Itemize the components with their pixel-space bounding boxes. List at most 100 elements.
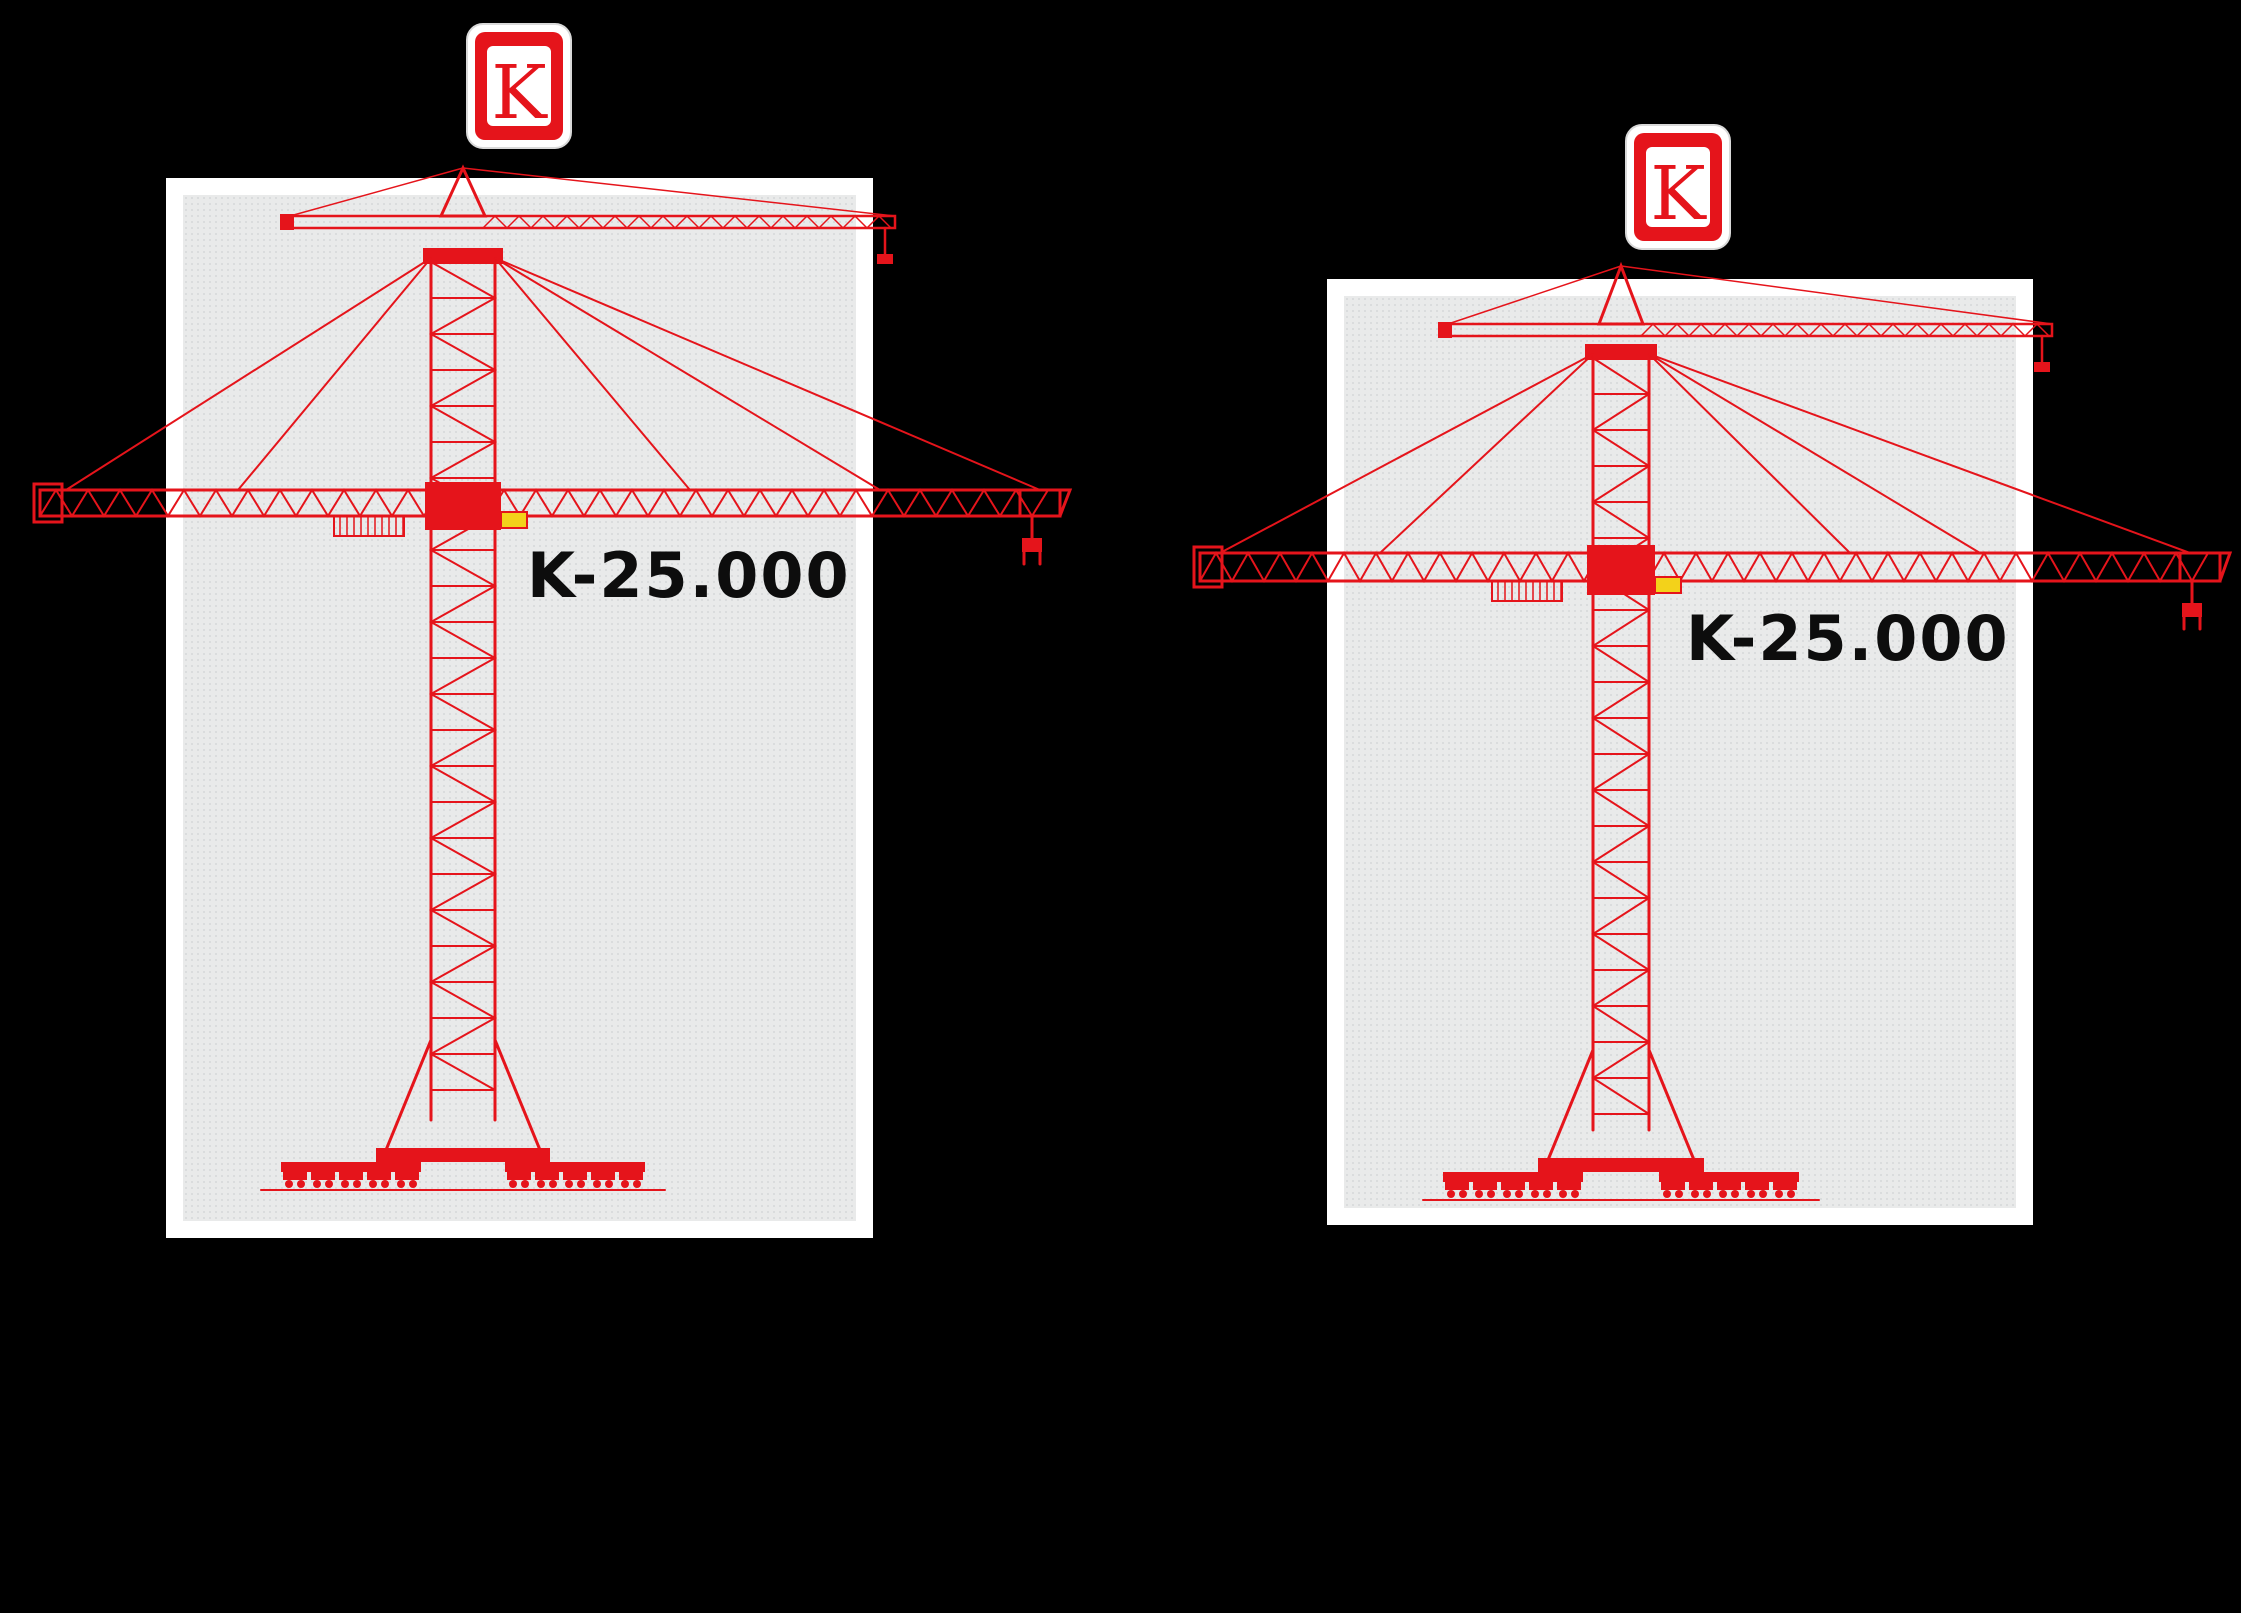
jib-stay (494, 257, 691, 491)
bogie-wheel-frame (1773, 1182, 1797, 1190)
k-logo-icon-right: K (1625, 124, 1731, 250)
upper-stay (462, 167, 896, 217)
bogie-wheel-frame (1557, 1182, 1581, 1190)
bogie-wheel-frame (1529, 1182, 1553, 1190)
jib-stay (1648, 353, 2191, 554)
bogie-wheel (397, 1180, 405, 1188)
portal-leg (384, 1038, 433, 1152)
cabin-window (1654, 576, 1682, 594)
k-logo-icon-left: K (466, 23, 572, 149)
jib-stay (1219, 353, 1594, 554)
counterweight (1491, 580, 1563, 602)
jib-tip (2178, 551, 2233, 583)
bogie-wheel (1559, 1190, 1567, 1198)
jib-stay (65, 257, 432, 491)
bogie-wheel-frame (1445, 1182, 1469, 1190)
bogie-wheel-frame (535, 1172, 559, 1180)
upper-jib-lattice (482, 214, 892, 230)
upper-stay (289, 167, 464, 217)
upper-stay (1447, 265, 1622, 325)
bogie-wheel-frame (591, 1172, 615, 1180)
upper-counterweight (1438, 322, 1452, 338)
bogie-wheel (537, 1180, 545, 1188)
bogie-wheel (509, 1180, 517, 1188)
bogie-wheel (593, 1180, 601, 1188)
slewing-ring (1585, 344, 1657, 360)
jib-stay (1648, 353, 1851, 554)
bogie-beam (1659, 1172, 1799, 1182)
jib-tip (1018, 488, 1073, 518)
bogie-wheel-frame (283, 1172, 307, 1180)
bogie-wheel (1675, 1190, 1683, 1198)
crane-card-right (1327, 279, 2033, 1225)
bogie-wheel (1447, 1190, 1455, 1198)
bogie-wheel (1475, 1190, 1483, 1198)
jib-stay (237, 257, 432, 491)
jib-stay (1648, 353, 1981, 554)
bogie-wheel-frame (1661, 1182, 1685, 1190)
counterweight (333, 515, 405, 537)
portal-beam (1538, 1158, 1704, 1172)
bogie-wheel (633, 1180, 641, 1188)
bogie-wheel (1691, 1190, 1699, 1198)
bogie-wheel (1747, 1190, 1755, 1198)
hook-block (2182, 603, 2202, 617)
jib-stay (494, 257, 881, 491)
mast-lattice (1591, 357, 1651, 1115)
jib-stay (1379, 353, 1594, 554)
upper-counterweight (280, 214, 294, 230)
bogie-wheel (565, 1180, 573, 1188)
bogie-wheel (1775, 1190, 1783, 1198)
bogie-wheel-frame (563, 1172, 587, 1180)
bogie-wheel (1787, 1190, 1795, 1198)
bogie-wheel (1759, 1190, 1767, 1198)
main-jib (1198, 551, 2222, 583)
k-logo-letter-right: K (1650, 151, 1707, 237)
bogie-wheel (1703, 1190, 1711, 1198)
bogie-wheel (341, 1180, 349, 1188)
bogie-beam (1443, 1172, 1583, 1182)
bogie-wheel (1459, 1190, 1467, 1198)
model-label-left: K-25.000 (527, 539, 851, 612)
hook-block (1022, 538, 1042, 552)
portal-leg (493, 1038, 542, 1152)
apex-frame (438, 164, 488, 218)
bogie-wheel-frame (339, 1172, 363, 1180)
upper-jib-lattice (1640, 322, 2050, 338)
bogie-wheel (521, 1180, 529, 1188)
main-jib-lattice (39, 488, 1049, 518)
bogie-wheel (1719, 1190, 1727, 1198)
crane-card-left (166, 178, 873, 1238)
operator-cabin (1587, 545, 1655, 595)
bogie-wheel (325, 1180, 333, 1188)
bogie-beam (281, 1162, 421, 1172)
bogie-wheel (313, 1180, 321, 1188)
main-jib (38, 488, 1062, 518)
model-label-right: K-25.000 (1686, 602, 2010, 675)
jib-stay (494, 257, 1041, 491)
bogie-wheel (369, 1180, 377, 1188)
portal-leg (1647, 1048, 1696, 1162)
bogie-wheel (605, 1180, 613, 1188)
bogie-wheel-frame (1745, 1182, 1769, 1190)
bogie-wheel (381, 1180, 389, 1188)
bogie-wheel-frame (507, 1172, 531, 1180)
bogie-wheel (1515, 1190, 1523, 1198)
bogie-wheel (621, 1180, 629, 1188)
bogie-wheel (353, 1180, 361, 1188)
apex-frame (1596, 261, 1646, 326)
bogie-beam (505, 1162, 645, 1172)
bogie-wheel-frame (1689, 1182, 1713, 1190)
k-logo-letter-left: K (491, 50, 548, 136)
jib-end-platform (1192, 545, 1224, 589)
bogie-wheel (285, 1180, 293, 1188)
bogie-wheel-frame (1501, 1182, 1525, 1190)
upper-stay (1620, 265, 2053, 325)
bogie-wheel (297, 1180, 305, 1188)
upper-hook-block (2034, 362, 2050, 372)
bogie-wheel (1731, 1190, 1739, 1198)
bogie-wheel-frame (311, 1172, 335, 1180)
